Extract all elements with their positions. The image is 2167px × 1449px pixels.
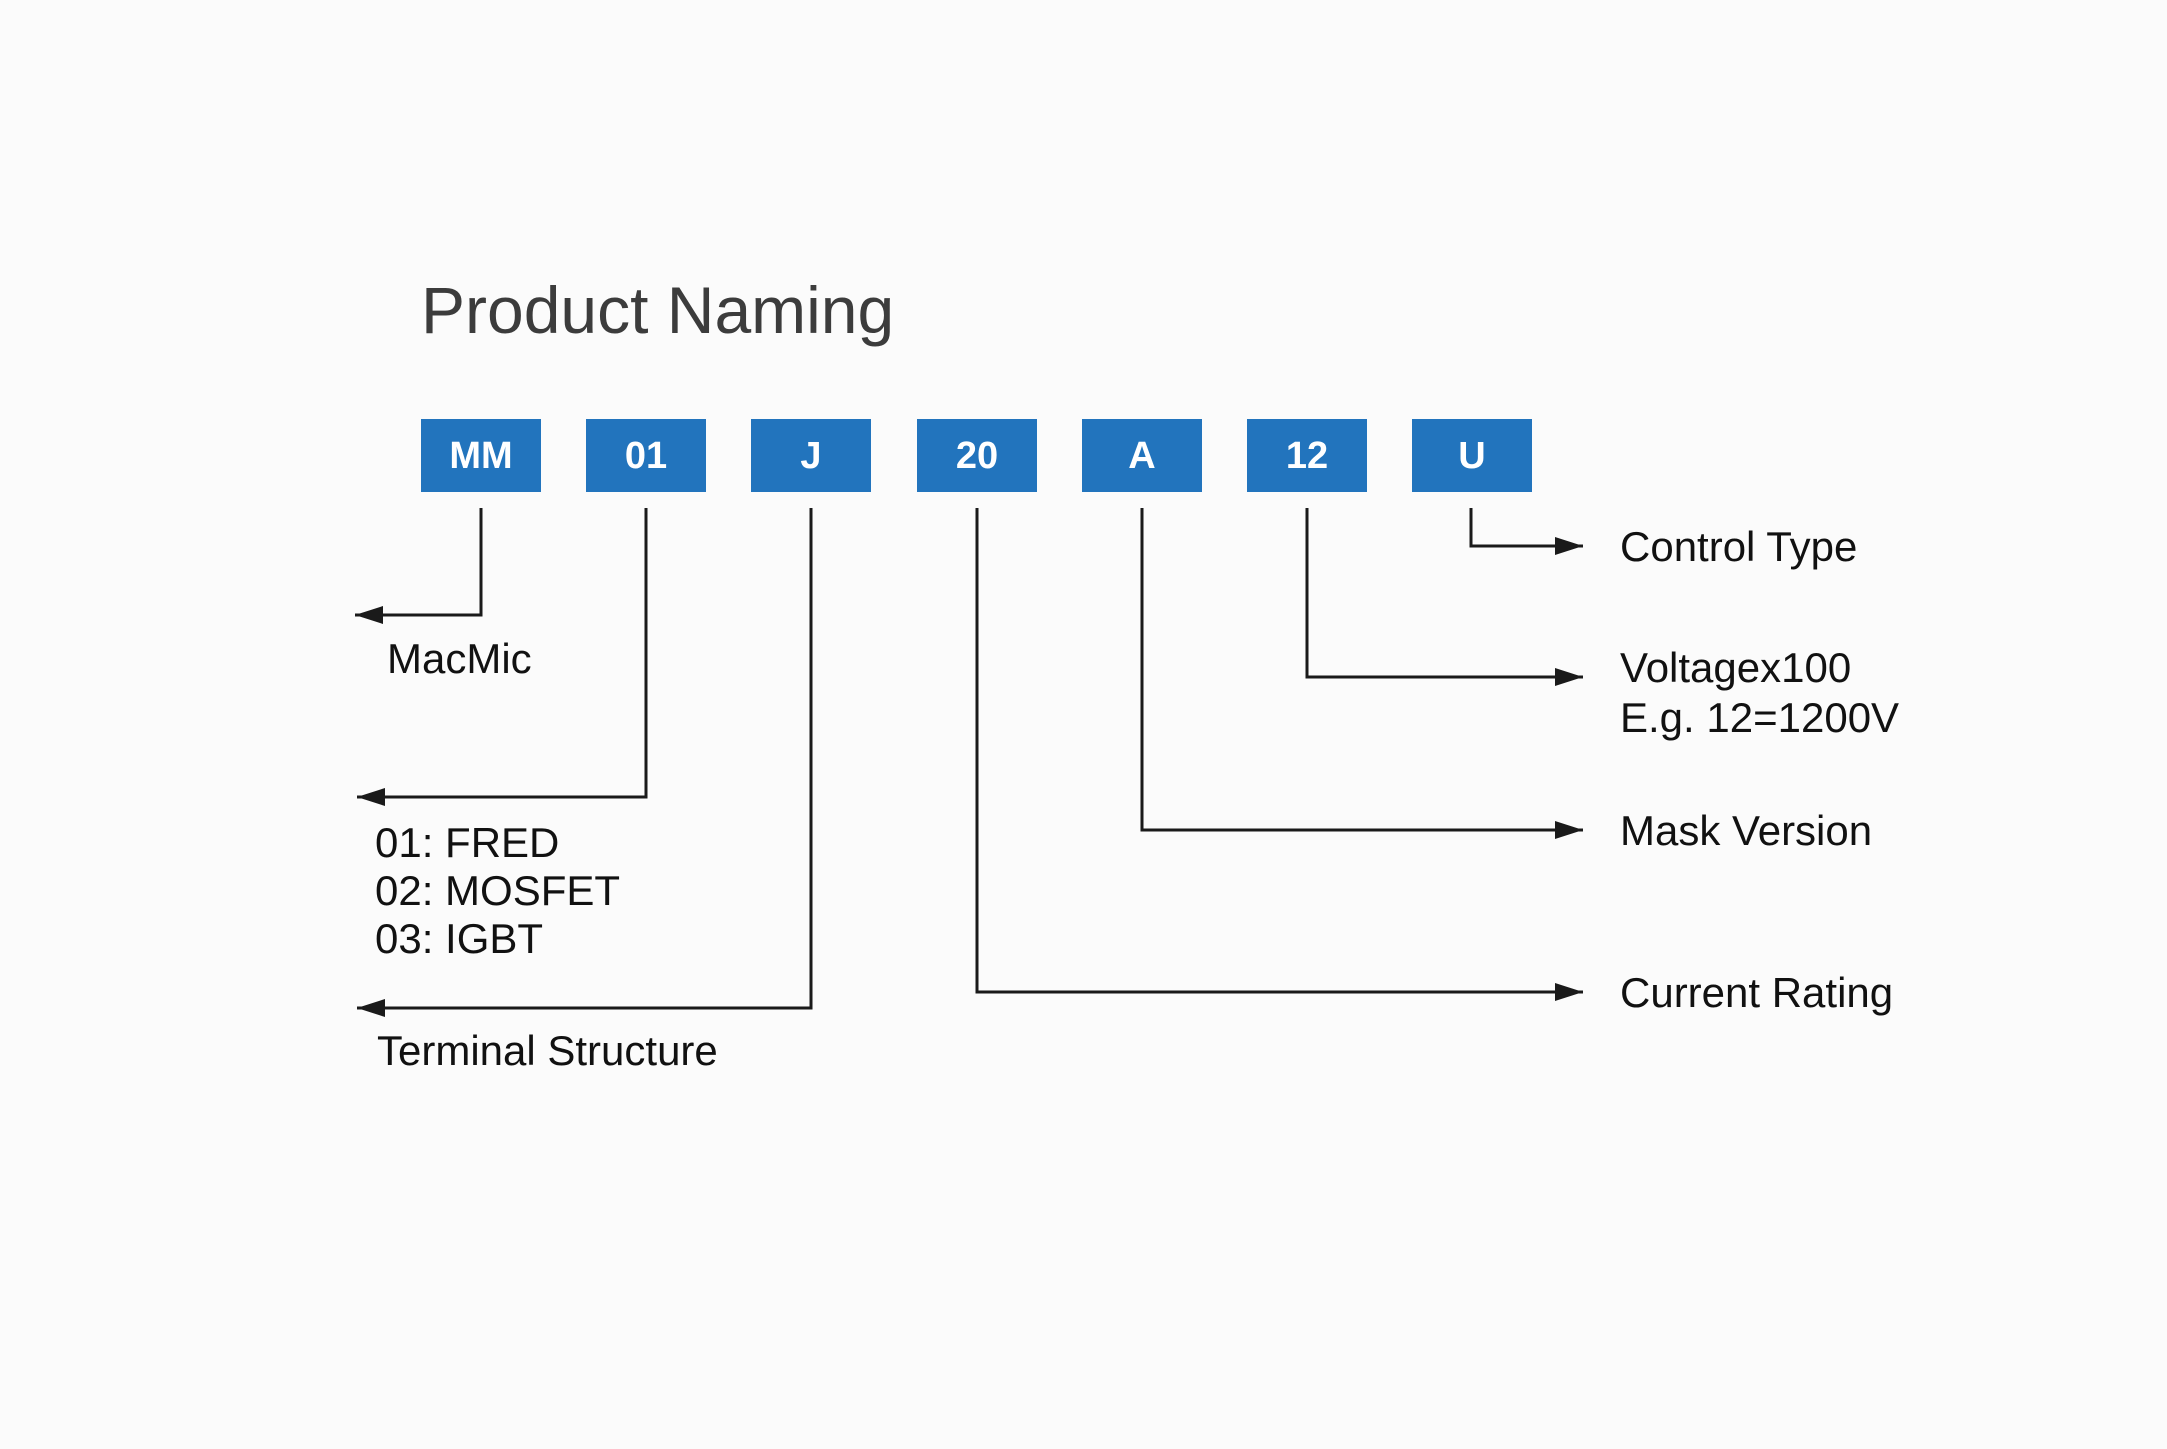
control-type-label: Control Type bbox=[1620, 523, 1857, 570]
connector-macmic bbox=[355, 508, 483, 624]
voltage-label: Voltagex100 E.g. 12=1200V bbox=[1620, 644, 1899, 741]
connector-voltage bbox=[1305, 508, 1583, 686]
code-box-value: MM bbox=[449, 435, 512, 477]
device-type-item-igbt: 03: IGBT bbox=[375, 915, 543, 962]
connector-device-type bbox=[357, 508, 648, 806]
code-box-rect bbox=[1082, 419, 1202, 492]
connector-control-type bbox=[1469, 508, 1583, 555]
code-box-01: 01 bbox=[586, 419, 706, 492]
terminal-structure-label: Terminal Structure bbox=[377, 1027, 718, 1074]
connector-current-rating bbox=[975, 508, 1583, 1001]
connector-mask-version bbox=[1140, 508, 1583, 839]
current-rating-label: Current Rating bbox=[1620, 969, 1893, 1016]
device-type-item-mosfet: 02: MOSFET bbox=[375, 867, 620, 914]
code-box-12: 12 bbox=[1247, 419, 1367, 492]
code-box-row: MM 01 J 20 A 12 U bbox=[421, 419, 1532, 492]
code-box-rect bbox=[421, 419, 541, 492]
code-box-rect bbox=[586, 419, 706, 492]
voltage-label-line1: Voltagex100 bbox=[1620, 644, 1851, 691]
page-title: Product Naming bbox=[421, 273, 894, 347]
code-box-value: U bbox=[1458, 435, 1485, 477]
code-box-value: 01 bbox=[625, 435, 667, 477]
device-type-item-fred: 01: FRED bbox=[375, 819, 559, 866]
code-box-a: A bbox=[1082, 419, 1202, 492]
code-box-rect bbox=[1247, 419, 1367, 492]
code-box-rect bbox=[1412, 419, 1532, 492]
code-box-value: 12 bbox=[1286, 435, 1328, 477]
code-box-20: 20 bbox=[917, 419, 1037, 492]
code-box-rect bbox=[917, 419, 1037, 492]
code-box-value: A bbox=[1128, 435, 1155, 477]
code-box-rect bbox=[751, 419, 871, 492]
code-box-mm: MM bbox=[421, 419, 541, 492]
code-box-j: J bbox=[751, 419, 871, 492]
code-box-value: J bbox=[800, 435, 821, 477]
device-type-list: 01: FRED 02: MOSFET 03: IGBT bbox=[375, 819, 620, 962]
voltage-label-line2: E.g. 12=1200V bbox=[1620, 694, 1899, 741]
mask-version-label: Mask Version bbox=[1620, 807, 1872, 854]
code-box-value: 20 bbox=[956, 435, 998, 477]
connector-terminal-structure bbox=[357, 508, 813, 1017]
code-box-u: U bbox=[1412, 419, 1532, 492]
macmic-label: MacMic bbox=[387, 635, 532, 682]
